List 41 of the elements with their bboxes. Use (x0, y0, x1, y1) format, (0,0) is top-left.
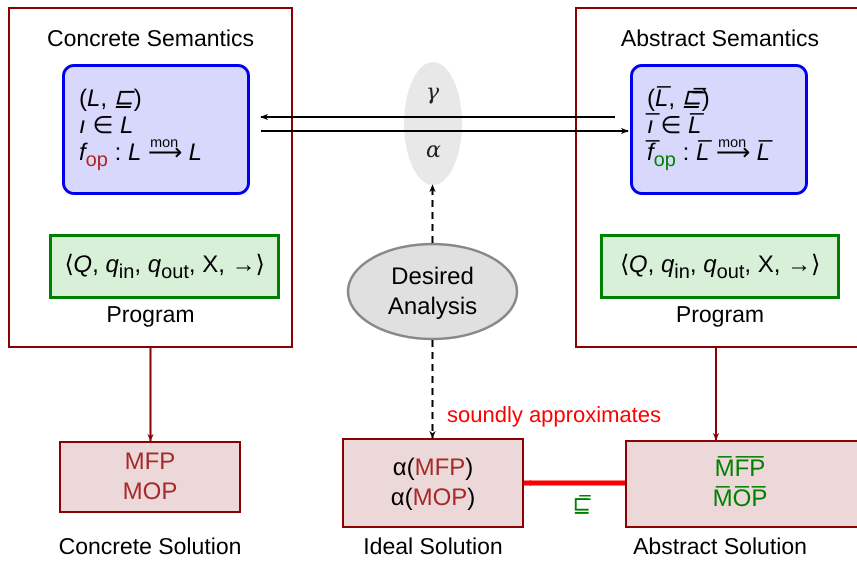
arrow (523, 480, 625, 486)
solution-name: MOP (122, 477, 178, 507)
solution-caption: Ideal Solution (362, 533, 504, 560)
math-formula: (L, ⊑) (79, 85, 143, 112)
solution-caption: Concrete Solution (58, 533, 242, 560)
semantics-panel (575, 7, 857, 348)
solution-name: MFP (124, 447, 176, 477)
solution-formula: α(MFP) (392, 453, 474, 483)
program-box (600, 234, 840, 299)
arrow (260, 114, 615, 120)
solution-name: M̅O̅P̅ (712, 484, 768, 514)
ellipse-label: Desired Analysis (386, 262, 478, 322)
solution-box (625, 440, 857, 528)
math-formula: (L̅, ⊑̿) (647, 85, 711, 112)
math-formula: f$_{op}$ : L $^{mon}$⟶ L (79, 139, 203, 173)
lattice-box (62, 64, 250, 195)
solution-box (342, 438, 524, 528)
math-formula: ⟨Q, q$_{in}$, q$_{out}$, X, →⟩ (64, 250, 265, 284)
annotation-text: soundly approximates (447, 402, 662, 428)
panel-heading: Concrete Semantics (46, 25, 256, 52)
solution-caption: Abstract Solution (632, 533, 808, 560)
arrow (147, 348, 154, 442)
arrow (429, 184, 436, 243)
lattice-box (630, 64, 808, 195)
solution-box (59, 441, 241, 513)
math-formula: ı̅ ∈ L̅ (647, 112, 805, 140)
arrow (261, 128, 629, 134)
panel-caption: Program (105, 301, 196, 328)
solution-name: M̅F̅P̅ (714, 454, 766, 484)
solution-formula: α(MOP) (390, 483, 476, 513)
semantics-panel (8, 7, 293, 348)
analysis-ellipse (347, 243, 518, 340)
arrow (712, 348, 720, 441)
arrow (429, 340, 436, 439)
panel-caption: Program (674, 301, 766, 328)
math-formula: ı ∈ L (79, 112, 134, 140)
program-box (49, 234, 280, 299)
panel-heading: Abstract Semantics (620, 25, 820, 52)
edge-label: ⊑̿ (572, 493, 590, 517)
math-formula: f̅$_{op}$ : L̅ $^{mon}$⟶ L̅ (647, 139, 805, 174)
math-formula: ⟨Q, q$_{in}$, q$_{out}$, X, →⟩ (620, 250, 820, 284)
